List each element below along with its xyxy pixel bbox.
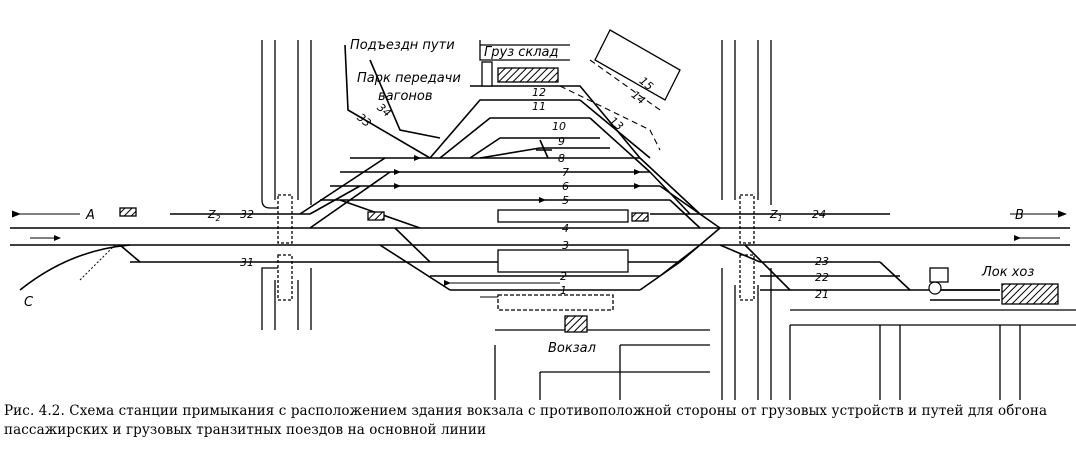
track-num-4: 4 [562,222,569,235]
text-labels: Подъездн пути Груз склад Парк передачи в… [24,38,1034,356]
bridges [277,194,755,301]
point-z1: Z1 [769,208,783,223]
track-num-2: 2 [560,270,567,283]
label-podezdnye-puti: Подъездн пути [350,38,455,53]
track-num-12: 12 [532,86,546,99]
figure-caption: Рис. 4.2. Схема станции примыкания с рас… [4,403,1048,438]
track-num-7: 7 [562,166,569,179]
label-dir-b: В [1015,208,1024,223]
label-gruz-sklad: Груз склад [484,45,559,60]
track-num-8: 8 [558,152,565,165]
label-dir-c: С [24,295,34,310]
label-lok-hoz: Лок хоз [981,265,1034,280]
track-num-32: 32 [240,208,254,221]
track-num-6: 6 [562,180,569,193]
streets [261,40,1076,400]
label-park-line2: вагонов [378,89,433,104]
buildings [119,61,1059,333]
track-num-31: 31 [240,256,254,269]
track-num-23: 23 [815,255,829,268]
track-num-33: 33 [354,111,373,130]
track-num-11: 11 [532,100,546,113]
main-tracks [10,210,1070,246]
track-num-10: 10 [552,120,566,133]
label-park-line1: Парк передачи [357,71,461,86]
track-num-24: 24 [812,208,826,221]
station-scheme-diagram: Подъездн пути Груз склад Парк передачи в… [10,29,1076,400]
label-dir-a: А [85,208,95,223]
track-num-9: 9 [558,135,565,148]
track-num-22: 22 [815,271,829,284]
track-num-21: 21 [815,288,829,301]
label-vokzal: Вокзал [548,341,596,356]
track-num-5: 5 [562,194,569,207]
point-z2: Z2 [207,208,221,223]
track-num-3: 3 [562,239,569,252]
track-num-1: 1 [560,284,567,297]
